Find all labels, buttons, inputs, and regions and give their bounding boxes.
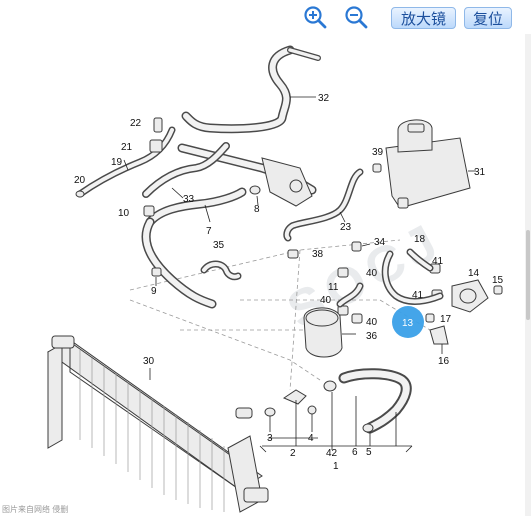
toolbar: 放大镜 复位 [0,0,531,34]
part-label-8[interactable]: 8 [254,204,260,215]
bolt-part-17[interactable] [425,313,435,323]
hose-part-1[interactable] [323,368,412,434]
hose-part-23[interactable] [283,168,364,242]
part-label-9[interactable]: 9 [151,286,157,297]
valve-part-14[interactable] [451,279,489,313]
radiator-part-30[interactable] [47,335,269,513]
clip-part-39[interactable] [372,163,382,173]
magnifier-button[interactable]: 放大镜 [391,7,456,29]
part-label-19[interactable]: 19 [111,157,123,168]
part-label-14[interactable]: 14 [468,268,480,279]
bracket-part-16[interactable] [429,325,449,354]
bolt-part-9[interactable] [151,267,162,286]
highlight-part-13[interactable] [392,306,424,338]
part-label-36[interactable]: 36 [366,331,378,342]
part-label-11[interactable]: 11 [328,282,339,293]
clip-part-38[interactable] [287,249,299,259]
sensor-part-2[interactable] [264,389,317,417]
bolt-part-10[interactable] [143,205,155,217]
part-label-3[interactable]: 3 [267,433,273,444]
water-pump-part-36[interactable] [303,307,356,358]
part-label-33[interactable]: 33 [183,194,195,205]
part-label-34[interactable]: 34 [374,237,386,248]
scrollbar-thumb[interactable] [526,230,530,320]
part-label-16[interactable]: 16 [438,356,450,367]
part-label-18[interactable]: 18 [414,234,426,245]
part-number-labels: 32 22 21 19 20 33 10 7 8 35 9 23 39 31 3… [74,93,504,472]
clamp-part-8[interactable] [249,185,261,206]
connector-part-34[interactable] [351,241,371,252]
part-label-41a[interactable]: 41 [432,256,444,267]
image-source-caption: 图片来自网络 侵删 [2,505,69,514]
hose-part-7[interactable] [141,187,247,309]
part-label-38[interactable]: 38 [312,249,324,260]
part-label-31[interactable]: 31 [474,167,486,178]
part-label-21[interactable]: 21 [121,142,133,153]
zoom-out-icon[interactable] [344,5,368,29]
vertical-scrollbar[interactable] [525,34,531,516]
part-label-13[interactable]: 13 [402,318,414,329]
part-label-20[interactable]: 20 [74,175,86,186]
part-label-41b[interactable]: 41 [412,290,424,301]
hose-part-32[interactable] [181,45,321,134]
part-label-5[interactable]: 5 [366,447,372,458]
part-label-40c[interactable]: 40 [366,317,378,328]
clamp-part-40[interactable] [337,267,363,324]
bottom-leader-lines [259,392,413,453]
part-label-30[interactable]: 30 [143,356,155,367]
part-label-6[interactable]: 6 [352,447,358,458]
hose-part-11[interactable] [336,282,364,308]
part-label-7[interactable]: 7 [206,226,212,237]
hose-part-19[interactable] [75,117,176,198]
hose-part-18[interactable] [381,248,444,305]
part-label-42[interactable]: 42 [326,448,338,459]
part-label-32[interactable]: 32 [318,93,330,104]
part-label-1[interactable]: 1 [333,461,339,472]
part-label-22[interactable]: 22 [130,118,142,129]
expansion-tank-part-31[interactable] [385,119,476,209]
parts-diagram: SOCJ [47,45,504,513]
coolant-pipe-part-33[interactable] [142,142,317,207]
part-label-39[interactable]: 39 [372,147,384,158]
part-label-15[interactable]: 15 [492,275,504,286]
part-label-17[interactable]: 17 [440,314,452,325]
part-label-4[interactable]: 4 [308,433,314,444]
zoom-in-icon[interactable] [303,5,327,29]
clamp-part-5[interactable] [362,423,374,433]
part-label-40b[interactable]: 40 [320,295,332,306]
part-label-35[interactable]: 35 [213,240,225,251]
hose-part-35[interactable] [200,260,242,281]
bolt-part-15[interactable] [493,285,503,295]
part-label-40a[interactable]: 40 [366,268,378,279]
part-label-10[interactable]: 10 [118,208,130,219]
part-label-2[interactable]: 2 [290,448,296,459]
part-label-23[interactable]: 23 [340,222,352,233]
reset-button[interactable]: 复位 [464,7,512,29]
